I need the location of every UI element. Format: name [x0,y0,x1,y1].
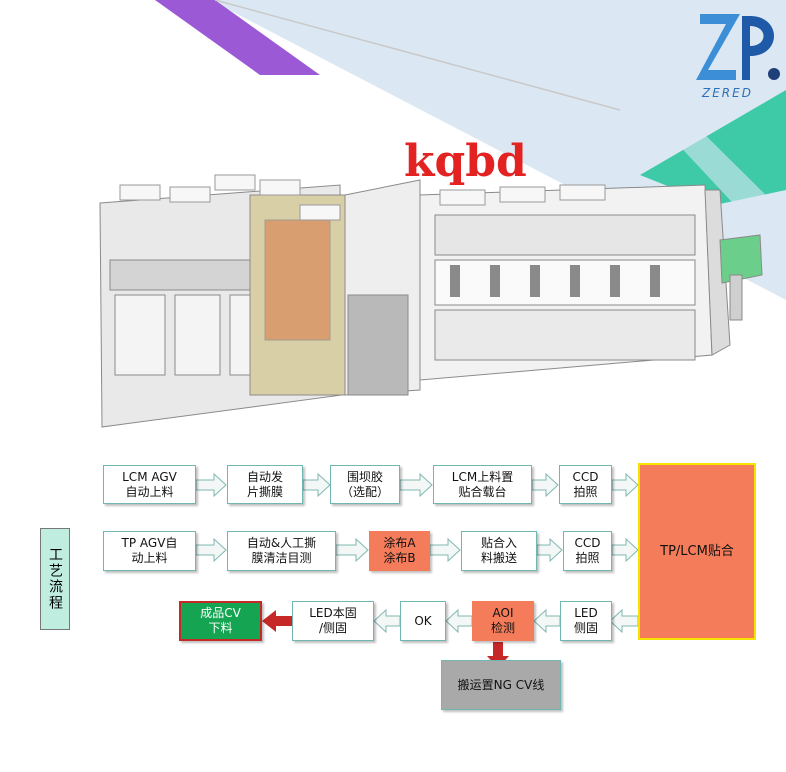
flow-step-dam-glue: 围坝胶 （选配） [330,465,400,504]
flow-step-led-cure: LED本固 /侧固 [292,601,374,641]
flow-step-tp-lcm-bonding: TP/LCM贴合 [638,463,756,640]
process-flow-label: 工艺流程 [40,528,70,630]
flow-step-aoi: AOI 检测 [472,601,534,641]
page-title: kqbd [404,136,527,187]
flow-step-lcm-load: LCM上料置 贴合载台 [433,465,532,504]
flow-step-tp-agv: TP AGV自 动上料 [103,531,196,571]
flow-step-led-side: LED 侧固 [560,601,612,641]
zered-logo-icon [696,14,780,80]
flow-step-film-peel: 自动发 片撕膜 [227,465,303,504]
flow-step-coating: 涂布A 涂布B [369,531,430,571]
flow-step-ok: OK [400,601,446,641]
logo-text: ZERED [702,86,753,100]
flow-step-ccd-1: CCD 拍照 [559,465,612,504]
flow-step-lcm-agv: LCM AGV 自动上料 [103,465,196,504]
machine-illustration [99,174,763,428]
flow-step-clean-inspect: 自动&人工撕 膜清洁目测 [227,531,336,571]
flow-step-ccd-2: CCD 拍照 [563,531,612,571]
flow-step-finished-unload: 成品CV 下料 [179,601,262,641]
flow-step-laminate-feed: 贴合入 料搬送 [461,531,537,571]
flow-step-ng-line: 搬运置NG CV线 [441,660,561,710]
